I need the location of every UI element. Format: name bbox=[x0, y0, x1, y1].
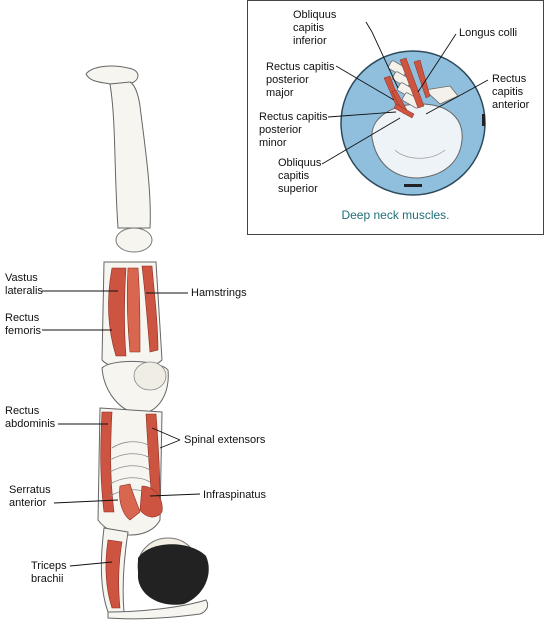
figure-serratus-anterior-muscle bbox=[119, 483, 141, 521]
label-rectus-capitis-posterior-minor: Rectus capitis posterior minor bbox=[259, 111, 328, 149]
label-infraspinatus: Infraspinatus bbox=[203, 489, 266, 501]
figure-lower-legs bbox=[109, 81, 151, 229]
inset-circle-tick-right bbox=[482, 114, 485, 126]
figure-rectus-abdominis-muscle bbox=[100, 411, 115, 513]
figure-feet bbox=[85, 65, 139, 86]
label-hamstrings: Hamstrings bbox=[191, 287, 247, 299]
figure-leader-lines bbox=[42, 290, 201, 567]
figure-forearms bbox=[107, 599, 209, 620]
figure-hamstrings-muscle bbox=[141, 265, 159, 353]
figure-knees bbox=[115, 227, 153, 253]
figure-hip-joint bbox=[133, 361, 167, 391]
label-obliquus-capitis-superior: Obliquus capitis superior bbox=[278, 157, 322, 195]
label-rectus-capitis-anterior: Rectus capitis anterior bbox=[492, 73, 530, 111]
label-serratus-anterior: Serratus anterior bbox=[9, 484, 51, 509]
label-spinal-extensors: Spinal extensors bbox=[184, 434, 266, 446]
inset-leader-lines bbox=[321, 21, 489, 165]
label-rectus-capitis-posterior-major: Rectus capitis posterior major bbox=[266, 61, 335, 99]
figure-ribs bbox=[109, 441, 151, 497]
figure-infraspinatus-muscle bbox=[139, 485, 163, 518]
label-triceps-brachii: Triceps brachii bbox=[31, 560, 67, 585]
label-rectus-abdominis: Rectus abdominis bbox=[5, 405, 56, 430]
label-rectus-femoris: Rectus femoris bbox=[5, 312, 42, 337]
figure-hair bbox=[138, 544, 209, 605]
label-vastus-lateralis: Vastus lateralis bbox=[5, 272, 43, 297]
inset-caption: Deep neck muscles. bbox=[341, 208, 450, 222]
inset-skull-detail bbox=[394, 149, 446, 159]
inset-illustration bbox=[321, 21, 489, 196]
figure-vastus-lateralis bbox=[108, 267, 127, 357]
label-longus-colli: Longus colli bbox=[459, 27, 518, 39]
headstand-figure bbox=[85, 65, 209, 620]
label-obliquus-capitis-inferior: Obliquus capitis inferior bbox=[293, 9, 337, 47]
figure-triceps-brachii-muscle bbox=[105, 539, 123, 609]
inset-circle-tick-bottom bbox=[404, 184, 422, 187]
figure-rectus-femoris-muscle bbox=[126, 267, 141, 353]
